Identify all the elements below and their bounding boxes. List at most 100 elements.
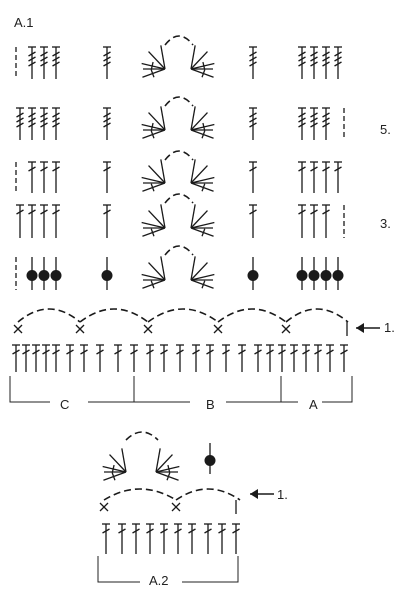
treble-stitch [160,523,168,554]
chain-loop-arc [164,35,194,46]
treble-stitch [249,204,257,238]
treble-stitch [28,46,36,79]
chain-loop-arc [285,308,349,323]
treble-stitch [52,107,60,140]
fan-cluster [102,448,127,481]
treble-stitch [114,344,122,372]
chain-loop-arc [103,488,177,501]
treble-stitch [298,107,306,140]
treble-stitch [146,523,154,554]
treble-stitch [326,344,334,372]
treble-stitch [322,161,330,193]
bobble-stitch [50,257,62,290]
treble-stitch [42,344,50,372]
chain-loop-arc [175,488,241,501]
treble-stitch [16,204,24,238]
fan-cluster [190,159,215,192]
treble-stitch [40,204,48,238]
treble-stitch [192,344,200,372]
treble-stitch [52,204,60,238]
treble-stitch [266,344,274,372]
fan-cluster [141,256,166,289]
treble-stitch [80,344,88,372]
row-number-3: 3. [380,216,391,231]
treble-stitch [206,344,214,372]
treble-stitch [176,344,184,372]
treble-stitch [103,107,111,140]
treble-stitch [132,523,140,554]
treble-stitch [16,107,24,140]
bobble-stitch [296,257,308,290]
fan-cluster [190,45,215,78]
single-crochet-x [143,324,153,334]
repeat-label-c: C [60,397,69,412]
bobble-stitch [332,257,344,290]
treble-stitch [52,46,60,79]
treble-stitch [334,46,342,79]
chain-loop-arc [164,193,194,204]
fan-cluster [141,45,166,78]
treble-stitch [310,204,318,238]
chain-loop-arc [79,308,149,323]
fan-cluster [190,256,215,289]
a2-title: A.2 [149,573,169,588]
treble-stitch [40,161,48,193]
fan-cluster [190,204,215,237]
treble-stitch [40,46,48,79]
bobble-stitch [308,257,320,290]
treble-stitch [118,523,126,554]
treble-stitch [249,161,257,193]
treble-stitch [52,344,60,372]
treble-stitch [298,46,306,79]
single-crochet-x [75,324,85,334]
treble-stitch [174,523,182,554]
treble-stitch [103,204,111,238]
treble-stitch [32,344,40,372]
treble-stitch [314,344,322,372]
chain-loop-arc [17,308,81,323]
chain-loop-arc [147,308,219,323]
chain-loop-arc [164,245,194,256]
treble-stitch [340,344,348,372]
treble-stitch [334,161,342,193]
treble-stitch [28,204,36,238]
fan-cluster [155,448,180,481]
single-crochet-x [13,324,23,334]
chain-loop-arc [217,308,287,323]
treble-stitch [310,107,318,140]
treble-stitch [278,344,286,372]
treble-stitch [298,161,306,193]
single-crochet-x [171,502,181,512]
treble-stitch [222,344,230,372]
arrow-icon [356,323,380,333]
treble-stitch [22,344,30,372]
treble-stitch [130,344,138,372]
treble-stitch [310,161,318,193]
treble-stitch [28,107,36,140]
arrow-icon [250,489,274,499]
a1-row1-label: 1. [384,320,395,335]
treble-stitch [298,204,306,238]
bobble-stitch [101,257,113,290]
a1-title: A.1 [14,15,34,30]
treble-stitch [103,161,111,193]
bobble-stitch [320,257,332,290]
treble-stitch [310,46,318,79]
treble-stitch [218,523,226,554]
treble-stitch [249,46,257,79]
single-crochet-x [99,502,109,512]
repeat-brackets [9,376,353,583]
single-crochet-x [213,324,223,334]
treble-stitch [28,161,36,193]
fan-cluster [141,106,166,139]
chain-loop-arc [125,431,159,441]
bobble-stitch [204,443,216,474]
treble-stitch [96,344,104,372]
treble-stitch [254,344,262,372]
treble-stitch [249,107,257,140]
bobble-stitch [26,257,38,290]
treble-stitch [52,161,60,193]
fan-cluster [141,204,166,237]
treble-stitch [322,107,330,140]
